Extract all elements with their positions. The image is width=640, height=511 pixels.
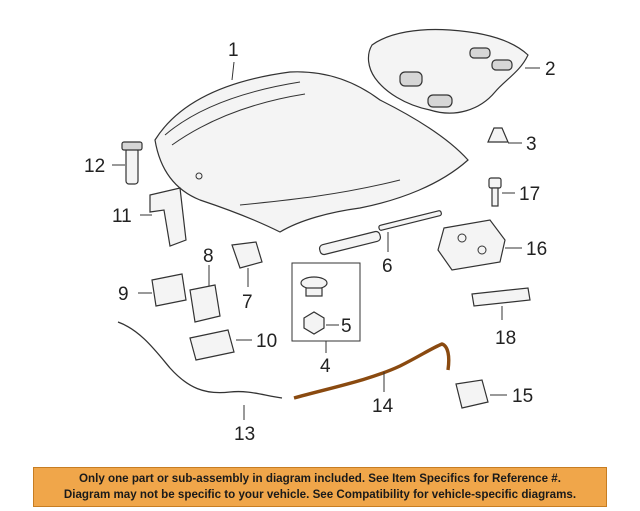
- callout-5: 5: [341, 316, 352, 337]
- striker-part: [231, 241, 263, 269]
- callout-15: 15: [512, 386, 533, 407]
- callout-16: 16: [526, 239, 547, 260]
- hood-insulator-part: [367, 28, 529, 114]
- callout-6: 6: [382, 256, 393, 277]
- hinge-part: [437, 219, 506, 271]
- callout-11: 11: [112, 206, 132, 227]
- handle-part: [189, 329, 235, 361]
- callout-18: 18: [495, 328, 516, 349]
- callout-3: 3: [526, 134, 537, 155]
- hood-part: [154, 71, 469, 233]
- callout-8: 8: [203, 246, 214, 267]
- callout-9: 9: [118, 284, 129, 305]
- callout-14: 14: [372, 396, 394, 417]
- bracket-part: [149, 187, 187, 247]
- disclaimer-banner: Only one part or sub-assembly in diagram…: [33, 467, 607, 507]
- bumper-stop-part: [487, 127, 509, 143]
- callout-4: 4: [320, 356, 331, 377]
- callout-12: 12: [84, 156, 105, 177]
- callout-17: 17: [519, 184, 540, 205]
- callout-2: 2: [545, 59, 556, 80]
- release-cable-part: [117, 321, 283, 399]
- highlighted-cable-part: [293, 342, 451, 400]
- rail-part: [471, 287, 531, 307]
- block-part: [189, 284, 221, 323]
- hood-strut-part: [318, 210, 442, 256]
- guide-part: [151, 273, 187, 307]
- callout-1: 1: [228, 40, 239, 61]
- disclaimer-line-1: Only one part or sub-assembly in diagram…: [79, 472, 561, 485]
- callout-7: 7: [242, 292, 253, 313]
- callout-13: 13: [234, 424, 255, 445]
- bolt-part: [488, 177, 502, 207]
- bumper-assembly-part: [300, 276, 328, 335]
- disclaimer-line-2: Diagram may not be specific to your vehi…: [63, 488, 577, 501]
- lock-part: [455, 379, 489, 409]
- parts-diagram: 1 2 3 12 17 11 6 16: [84, 28, 556, 445]
- callout-10: 10: [256, 331, 277, 352]
- clip-part: [121, 141, 143, 185]
